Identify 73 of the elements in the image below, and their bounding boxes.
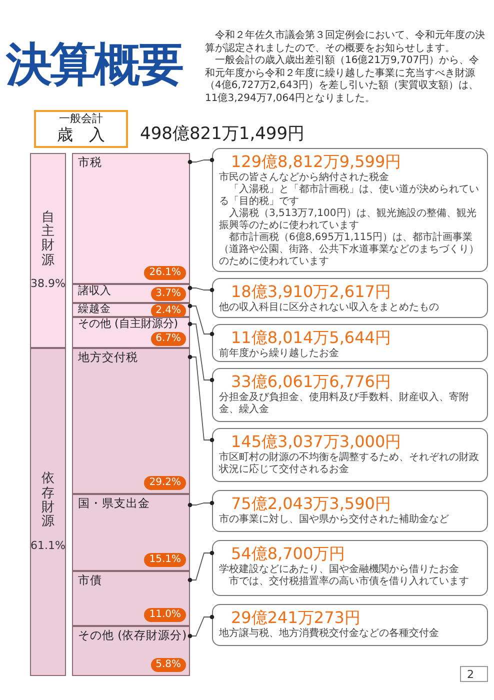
segment-label: 繰越金 bbox=[78, 304, 111, 316]
segment-label: 国・県支出金 bbox=[78, 497, 150, 510]
info-card bbox=[212, 428, 488, 482]
connector-line bbox=[188, 500, 214, 508]
description-text: 市の事業に対し、国や県から交付された補助金など bbox=[219, 514, 450, 526]
amount-value: 145億3,037万3,000円 bbox=[231, 432, 402, 452]
description-text: 市区町村の財源の不均衡を調整するため、それぞれの財政状況に応じて交付されるお金 bbox=[219, 452, 480, 476]
category-subtitle: 一般会計 bbox=[58, 112, 104, 125]
connector-line bbox=[188, 286, 214, 292]
category-title: 歳 入 bbox=[56, 125, 106, 144]
amount-value: 54億8,700万円 bbox=[231, 544, 346, 564]
segment-label: 地方交付税 bbox=[78, 351, 138, 364]
info-card bbox=[212, 278, 488, 318]
amount-value: 18億3,910万2,617円 bbox=[231, 282, 392, 302]
info-card bbox=[212, 604, 488, 646]
description-text: 市民の皆さんなどから納付された税金 bbox=[219, 172, 390, 184]
connector-line bbox=[188, 354, 214, 442]
revenue-segment bbox=[72, 317, 190, 348]
percent-badge: 6.7% bbox=[150, 332, 186, 346]
percent-badge: 29.2% bbox=[144, 476, 186, 490]
description-text: 他の収入科目に区分されない収入をまとめたもの bbox=[219, 302, 440, 314]
revenue-segment bbox=[72, 348, 190, 494]
info-card bbox=[212, 490, 488, 532]
percent-badge: 15.1% bbox=[144, 553, 186, 567]
connector-line bbox=[188, 614, 214, 638]
amount-value: 29億241万273円 bbox=[231, 608, 362, 628]
info-card bbox=[212, 324, 488, 362]
connector-line bbox=[188, 158, 214, 164]
percent-badge: 11.0% bbox=[144, 608, 186, 622]
group-label: 依存財源 bbox=[42, 472, 54, 530]
description-text: 前年度から繰り越したお金 bbox=[219, 348, 340, 360]
revenue-segment bbox=[72, 303, 190, 317]
revenue-group-bar bbox=[30, 348, 66, 676]
group-label: 自主財源 bbox=[42, 210, 54, 268]
description-text: 地方譲与税、地方消費税交付金などの各種交付金 bbox=[219, 628, 440, 640]
page-number: 2 bbox=[460, 666, 488, 682]
amount-value: 129億8,812万9,599円 bbox=[231, 152, 402, 172]
intro-paragraph: 令和２年佐久市議会第３回定例会において、令和元年度の決算が認定されましたので、その概要をお知らせします。 bbox=[205, 30, 486, 54]
info-card bbox=[212, 540, 488, 596]
revenue-segment bbox=[72, 494, 190, 571]
description-text: 「入湯税」と「都市計画税」は、使い道が決められている「目的税」です bbox=[219, 184, 480, 208]
percent-badge: 2.4% bbox=[150, 304, 186, 318]
revenue-group-bar bbox=[30, 153, 66, 348]
info-card bbox=[212, 148, 488, 272]
description-text: 学校建設などにあたり、国や金融機関から借りたお金 bbox=[219, 564, 460, 576]
amount-value: 33億6,061万6,776円 bbox=[231, 372, 392, 392]
revenue-segment bbox=[72, 626, 190, 676]
total-amount: 498億821万1,499円 bbox=[140, 123, 305, 145]
amount-value: 11億8,014万5,644円 bbox=[231, 328, 392, 348]
description-text: 市では、交付税措置率の高い市債を借り入れています bbox=[228, 576, 470, 588]
connector-line bbox=[188, 304, 214, 336]
segment-label: その他 (自主財源分) bbox=[78, 318, 178, 330]
description-text: 都市計画税（6億8,695万1,115円）は、都市計画事業（道路や公園、街路、公共下水道事業などのまちづくり）のために使われています bbox=[219, 232, 480, 268]
segment-label: 市税 bbox=[78, 156, 102, 169]
amount-value: 75億2,043万3,590円 bbox=[231, 494, 392, 514]
page-title: 決算概要 bbox=[6, 36, 182, 93]
revenue-segment bbox=[72, 284, 190, 303]
group-percent: 61.1% bbox=[30, 540, 66, 552]
group-percent: 38.9% bbox=[30, 278, 66, 290]
revenue-segment bbox=[72, 571, 190, 626]
connector-line bbox=[188, 550, 214, 582]
description-text: 入湯税（3,513万7,100円）は、観光施設の整備、観光振興等のために使われています bbox=[219, 208, 478, 232]
segment-label: その他 (依存財源分) bbox=[78, 629, 187, 642]
description-text: 分担金及び負担金、使用料及び手数料、財産収入、寄附金、繰入金 bbox=[219, 392, 470, 416]
connector-line bbox=[188, 322, 214, 382]
revenue-segment bbox=[72, 153, 190, 284]
percent-badge: 5.8% bbox=[150, 658, 186, 672]
info-card bbox=[212, 368, 488, 422]
percent-badge: 3.7% bbox=[150, 287, 186, 301]
percent-badge: 26.1% bbox=[144, 266, 186, 280]
segment-label: 諸収入 bbox=[78, 285, 111, 298]
segment-label: 市債 bbox=[78, 574, 102, 587]
intro-paragraph: 一般会計の歳入歳出差引額（16億21万9,707円）から、令和元年度から令和２年度に繰り越した事業に充当すべき財源（4億6,727万2,643円）を差し引いた額（実質収支額）は、11億3,294万7,064円となりました。 bbox=[205, 55, 480, 105]
